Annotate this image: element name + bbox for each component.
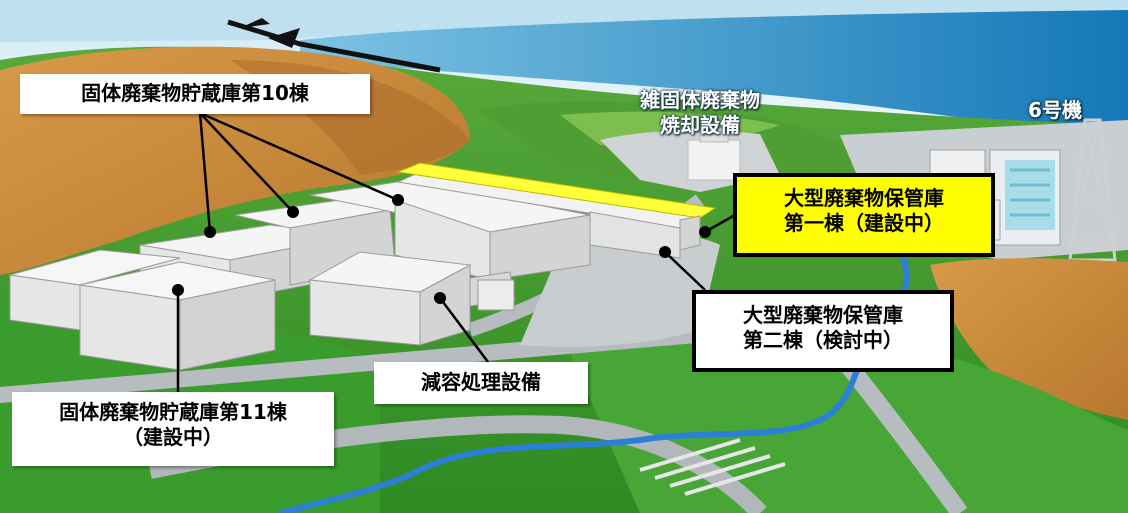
sea-far: [0, 0, 1128, 42]
label-large-storage-1: 大型廃棄物保管庫 第一棟（建設中）: [733, 173, 995, 257]
aircraft-icon: [227, 18, 441, 73]
label-large-storage-2-line1: 大型廃棄物保管庫: [743, 303, 903, 327]
label-large-storage-2-line2: 第二棟（検討中）: [743, 328, 903, 352]
label-incinerator-line1: 雑固体廃棄物: [640, 88, 760, 112]
dirt-right: [930, 258, 1128, 420]
large-storage-1-highlight: [396, 162, 717, 251]
label-large-storage-2: 大型廃棄物保管庫 第二棟（検討中）: [692, 290, 954, 372]
label-volume-reduction-text: 減容処理設備: [421, 370, 541, 394]
leader-dots: [172, 194, 711, 304]
label-storage-11-line2: （建設中）: [123, 425, 223, 449]
label-incinerator-line2: 焼却設備: [660, 113, 740, 137]
label-volume-reduction: 減容処理設備: [374, 362, 588, 404]
label-unit-6-text: 6号機: [1028, 98, 1082, 122]
label-large-storage-1-line2: 第一棟（建設中）: [784, 211, 944, 235]
sea: [300, 8, 1128, 130]
label-storage-10-text: 固体廃棄物貯蔵庫第10棟: [81, 81, 309, 105]
label-large-storage-1-line1: 大型廃棄物保管庫: [784, 186, 944, 210]
label-incinerator: 雑固体廃棄物 焼却設備: [610, 88, 790, 138]
storage11-buildings: [9, 249, 276, 371]
large-storage-2: [396, 171, 702, 259]
stack-tower: [1068, 118, 1117, 262]
label-storage-11-line1: 固体廃棄物貯蔵庫第11棟: [59, 400, 287, 424]
label-storage-10: 固体廃棄物貯蔵庫第10棟: [20, 74, 370, 114]
label-unit-6: 6号機: [1005, 98, 1105, 123]
label-storage-11: 固体廃棄物貯蔵庫第11棟 （建設中）: [12, 392, 334, 466]
volume-reduction-building: [308, 251, 516, 346]
incinerator-building: [687, 139, 741, 181]
